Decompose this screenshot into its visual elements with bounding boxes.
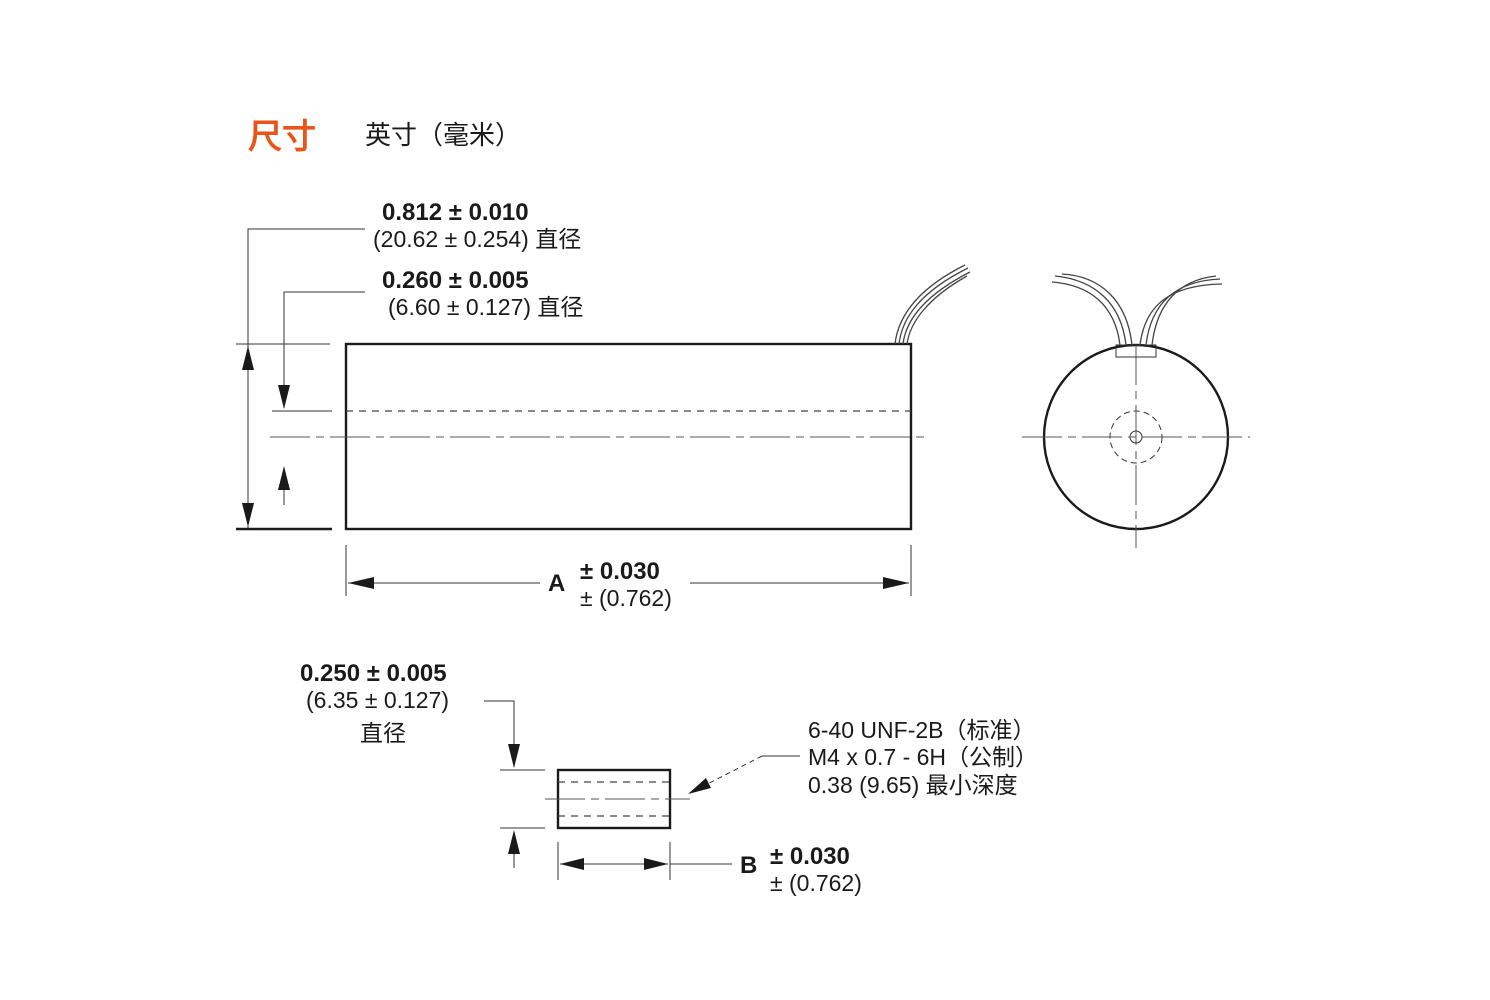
inner-diameter-inch: 0.260 ± 0.005 (382, 267, 529, 294)
outer-diameter-dimension: 0.812 ± 0.010 (20.62 ± 0.254) 直径 (236, 199, 581, 531)
solenoid-side-view (270, 264, 971, 531)
solenoid-end-view (1022, 273, 1250, 548)
plunger-view (545, 768, 690, 830)
length-a-mm-tol: ± (0.762) (580, 585, 672, 611)
length-b-label: B (740, 852, 757, 879)
thread-depth: 0.38 (9.65) 最小深度 (808, 772, 1018, 798)
plunger-diameter-mm: (6.35 ± 0.127) (306, 687, 449, 713)
section-title: 尺寸 (248, 118, 316, 156)
length-a-inch-tol: ± 0.030 (580, 558, 660, 585)
units-label: 英寸（毫米） (365, 120, 521, 150)
thread-spec-standard: 6-40 UNF-2B（标准） (808, 717, 1035, 743)
plunger-diameter-inch: 0.250 ± 0.005 (300, 660, 447, 687)
inner-diameter-mm: (6.60 ± 0.127) 直径 (388, 294, 583, 320)
plunger-diameter-dimension: 0.250 ± 0.005 (6.35 ± 0.127) 直径 (300, 660, 545, 868)
thread-callout: 6-40 UNF-2B（标准） M4 x 0.7 - 6H（公制） 0.38 (… (688, 717, 1038, 798)
outer-diameter-mm: (20.62 ± 0.254) 直径 (373, 226, 581, 252)
lead-wire (894, 264, 966, 345)
outer-diameter-inch: 0.812 ± 0.010 (382, 199, 529, 226)
wire-exit-block (1115, 344, 1157, 358)
thread-spec-metric: M4 x 0.7 - 6H（公制） (808, 744, 1038, 770)
length-b-mm-tol: ± (0.762) (770, 870, 862, 896)
inner-diameter-dimension: 0.260 ± 0.005 (6.60 ± 0.127) 直径 (272, 267, 583, 505)
length-b-inch-tol: ± 0.030 (770, 843, 850, 870)
length-a-dimension: A ± 0.030 ± (0.762) (345, 545, 912, 611)
length-a-label: A (548, 570, 565, 597)
plunger-diameter-suffix: 直径 (360, 720, 406, 746)
length-b-dimension: B ± 0.030 ± (0.762) (557, 842, 862, 896)
